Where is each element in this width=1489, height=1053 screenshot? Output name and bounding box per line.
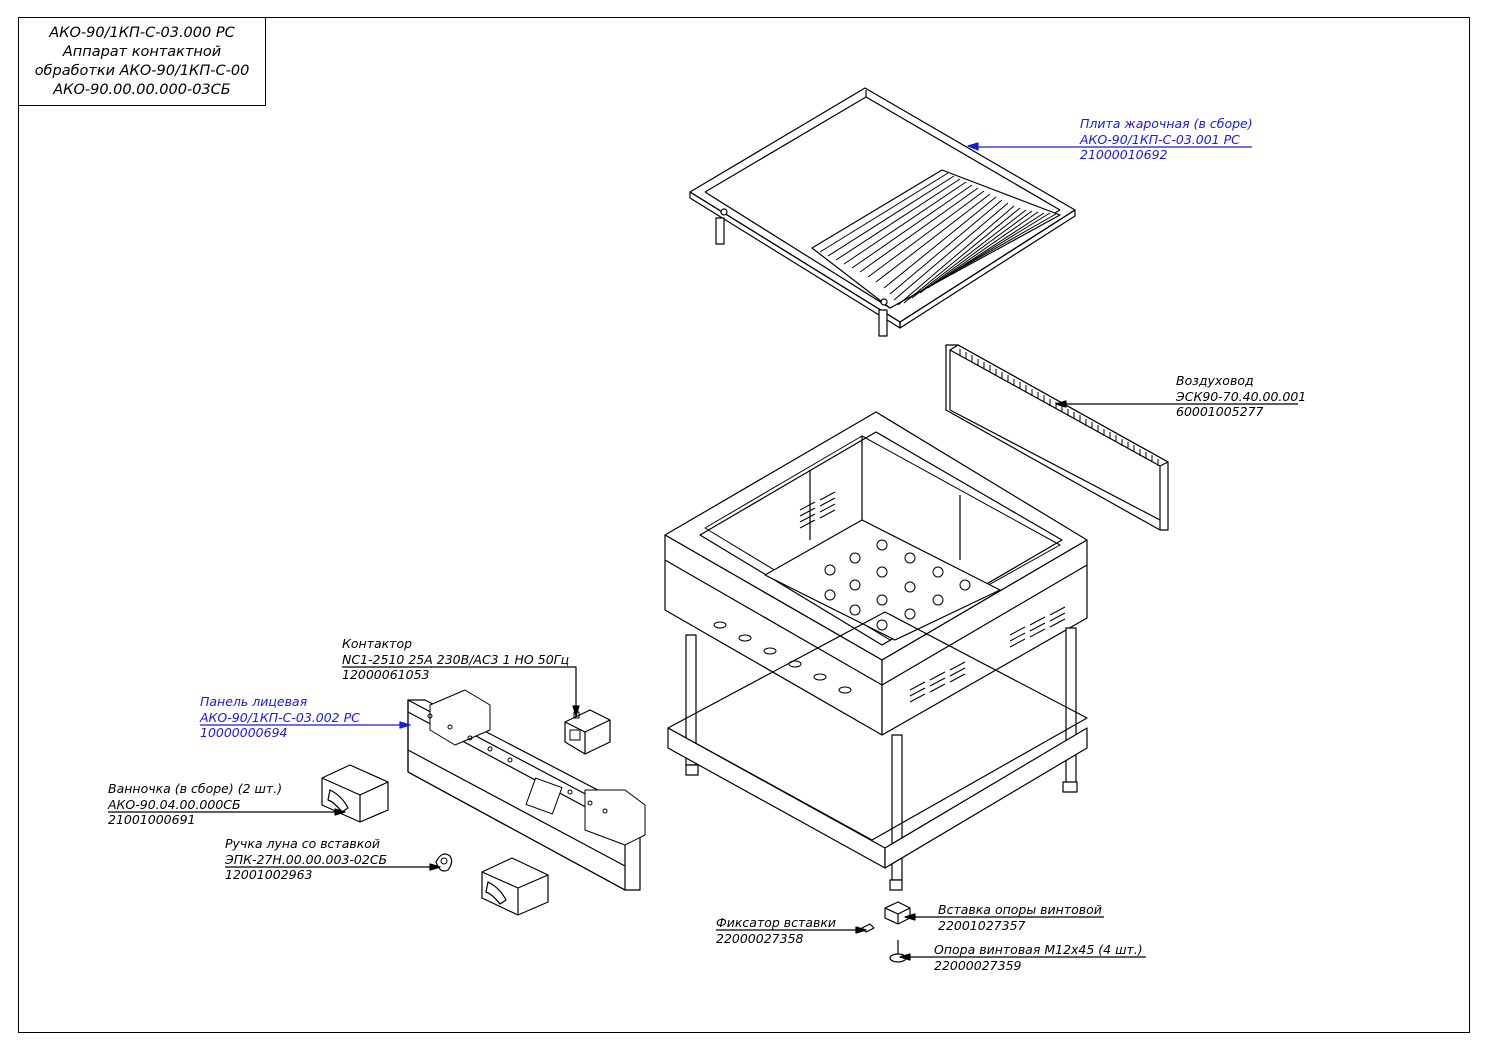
callout-contactor-name: Контактор [342,636,413,651]
callout-plate-name: Плита жарочная (в сборе) [1080,116,1253,131]
leader-lines [108,142,1298,961]
callout-panel-code: АКО-90/1КП-С-03.002 РС [200,709,360,725]
callout-duct-name: Воздуховод [1176,373,1254,388]
callout-handle-name: Ручка луна со вставкой [225,836,381,851]
callout-contactor[interactable]: Контактор NC1-2510 25A 230B/AC3 1 HO 50Г… [342,636,569,683]
frying-plate-drawing [689,87,1076,337]
callout-tray-name: Ванночка (в сборе) (2 шт.) [108,781,283,796]
callout-foot-name: Опора винтовая М12х45 (4 шт.) [934,942,1143,957]
callout-handle-id: 12001002963 [225,867,313,882]
callout-tray[interactable]: Ванночка (в сборе) (2 шт.) АКО-90.04.00.… [108,781,282,828]
front-panel-drawing [407,689,646,891]
callout-foot-id: 22000027359 [934,957,1022,973]
callout-insert-lock-name: Фиксатор вставки [716,915,837,930]
callout-panel-id: 10000000694 [200,725,288,740]
callout-duct-id: 60001005277 [1176,404,1264,419]
callout-insert-name: Вставка опоры винтовой [938,902,1102,917]
callout-handle-code: ЭПК-27Н.00.00.003-02СБ [225,851,388,867]
callout-plate-id: 21000010692 [1080,147,1168,162]
handle-drawing [435,853,453,872]
small-parts-drawing [861,901,911,963]
callout-insert-lock-id: 22000027358 [716,930,804,946]
title-line-1: АКО-90/1КП-С-03.000 РС [49,24,235,41]
callout-insert-lock[interactable]: Фиксатор вставки 22000027358 [716,915,836,946]
callout-panel[interactable]: Панель лицевая АКО-90/1КП-С-03.002 РС 10… [200,694,360,741]
callout-tray-code: АКО-90.04.00.000СБ [108,796,241,812]
drawing-frame [18,17,1470,1033]
tray-drawing [321,764,549,916]
callout-insert[interactable]: Вставка опоры винтовой 22001027357 [938,902,1102,933]
title-line-3: обработки АКО-90/1КП-С-00 [34,62,250,79]
callout-plate[interactable]: Плита жарочная (в сборе) АКО-90/1КП-С-03… [1080,116,1253,163]
callout-duct-code: ЭСК90-70.40.00.001 [1176,388,1307,404]
title-line-4: АКО-90.00.00.000-03СБ [53,81,231,98]
main-body-drawing [664,411,1088,891]
callout-insert-id: 22001027357 [938,917,1026,933]
callout-plate-code: АКО-90/1КП-С-03.001 РС [1080,131,1240,147]
callout-tray-id: 21001000691 [108,812,196,827]
title-block: АКО-90/1КП-С-03.000 РС Аппарат контактно… [18,17,266,106]
callout-contactor-code: NC1-2510 25A 230B/AC3 1 HO 50Гц [342,651,570,667]
callout-duct[interactable]: Воздуховод ЭСК90-70.40.00.001 6000100527… [1176,373,1306,420]
callout-handle[interactable]: Ручка луна со вставкой ЭПК-27Н.00.00.003… [225,836,387,883]
callout-foot[interactable]: Опора винтовая М12х45 (4 шт.) 2200002735… [934,942,1143,973]
callout-panel-name: Панель лицевая [200,694,308,709]
callout-contactor-id: 12000061053 [342,667,430,682]
contactor-drawing [564,709,611,755]
title-line-2: Аппарат контактной [62,43,222,60]
